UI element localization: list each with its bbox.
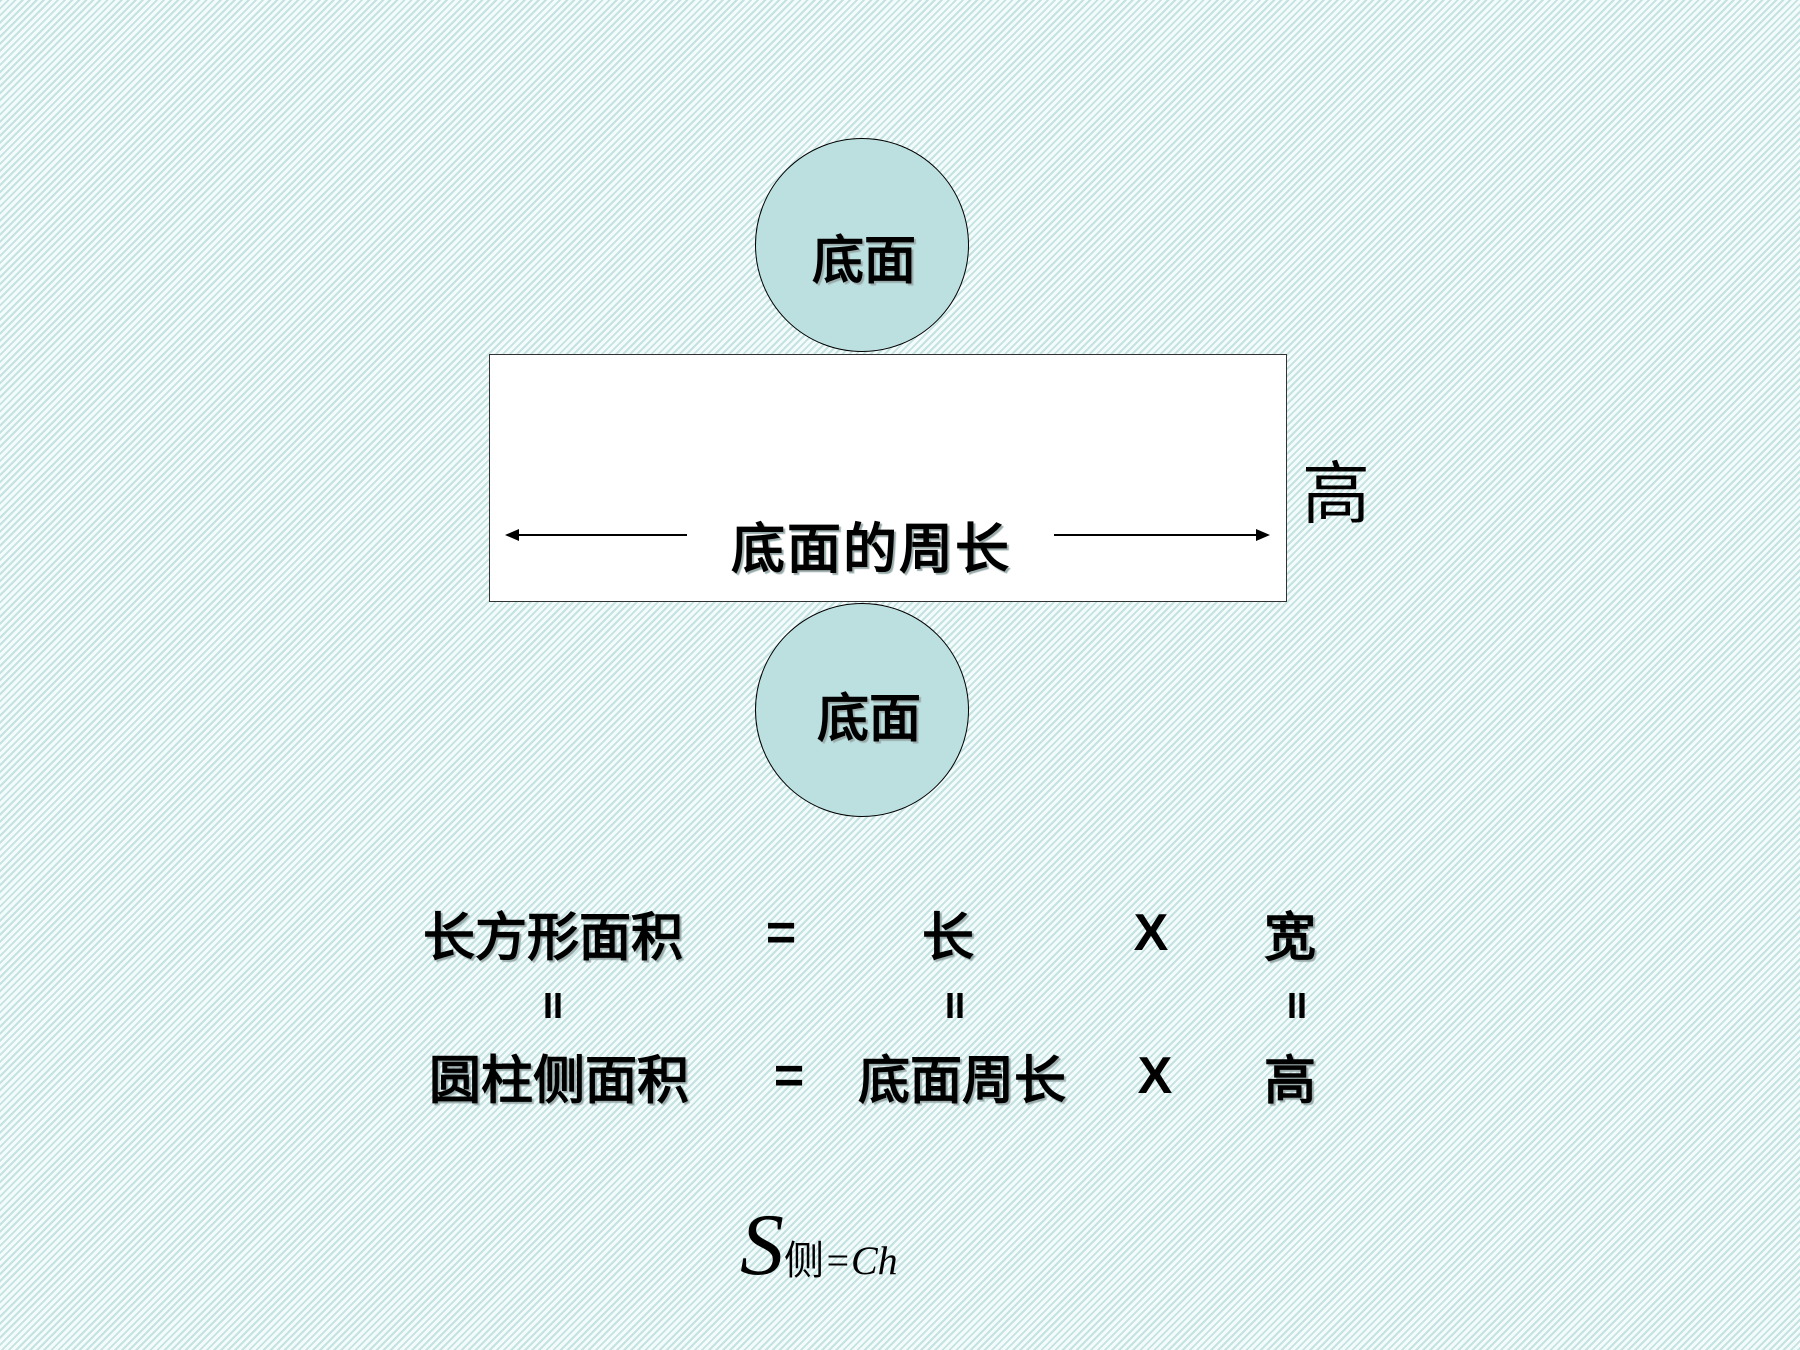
- formula-rhs: =Ch: [824, 1238, 898, 1283]
- formula-subscript: 侧: [784, 1238, 824, 1283]
- row1-width: 宽: [1263, 908, 1317, 969]
- row2-times: X: [1137, 1047, 1173, 1105]
- cylinder-lateral-area-label: 圆柱侧面积: [428, 1051, 690, 1112]
- equal-mark-3: II: [1286, 985, 1308, 1026]
- bottom-circle-label: 底面: [816, 689, 922, 750]
- lateral-rectangle: [489, 354, 1287, 602]
- top-circle-label: 底面: [811, 231, 917, 292]
- lateral-area-formula: S侧=Ch: [740, 1195, 898, 1296]
- arrow-right-icon: [1256, 529, 1270, 541]
- rect-height-label: 高: [1301, 455, 1371, 535]
- rectangle-area-label: 长方形面积: [422, 908, 684, 969]
- row1-times: X: [1133, 904, 1169, 962]
- equal-mark-1: II: [542, 985, 564, 1026]
- top-base-circle: [755, 138, 969, 352]
- row2-base-perimeter: 底面周长: [857, 1051, 1067, 1112]
- rect-width-label: 底面的周长: [731, 517, 1011, 581]
- equal-mark-2: II: [944, 985, 966, 1026]
- bottom-base-circle: [755, 603, 969, 817]
- arrow-line-right: [1054, 534, 1259, 536]
- arrow-line-left: [515, 534, 687, 536]
- row2-equals: =: [773, 1047, 805, 1105]
- row1-equals: =: [765, 904, 797, 962]
- formula-s: S: [740, 1197, 784, 1294]
- row2-height: 高: [1263, 1051, 1317, 1112]
- row1-length: 长: [921, 908, 975, 969]
- arrow-left-icon: [505, 529, 519, 541]
